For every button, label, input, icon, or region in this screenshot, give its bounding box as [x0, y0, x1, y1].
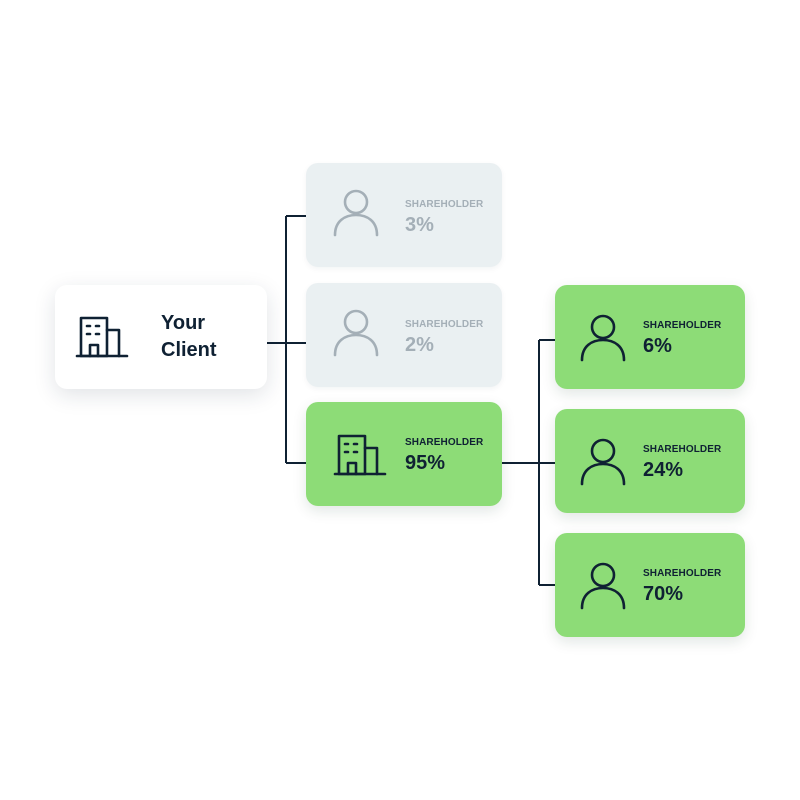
- shareholder-card-6pct[interactable]: SHAREHOLDER 6%: [555, 285, 745, 389]
- shareholder-percentage: 24%: [643, 459, 684, 481]
- shareholder-card-24pct[interactable]: SHAREHOLDER 24%: [555, 409, 745, 513]
- shareholder-percentage: 2%: [405, 334, 434, 356]
- shareholder-card-3pct[interactable]: SHAREHOLDER 3%: [306, 163, 502, 267]
- person-icon: [580, 314, 626, 362]
- client-title-line2: Client: [161, 339, 217, 361]
- person-icon: [580, 562, 626, 610]
- client-title-line1: Your: [161, 312, 206, 334]
- shareholder-label: SHAREHOLDER: [643, 568, 722, 579]
- shareholder-label: SHAREHOLDER: [405, 319, 484, 330]
- shareholder-percentage: 70%: [643, 583, 684, 605]
- shareholder-percentage: 3%: [405, 214, 434, 236]
- shareholder-label: SHAREHOLDER: [643, 320, 722, 331]
- shareholder-label: SHAREHOLDER: [643, 444, 722, 455]
- shareholder-card-95pct[interactable]: SHAREHOLDER 95%: [306, 402, 502, 506]
- client-card[interactable]: Your Client: [55, 285, 267, 389]
- shareholder-card-2pct[interactable]: SHAREHOLDER 2%: [306, 283, 502, 387]
- shareholder-percentage: 6%: [643, 335, 672, 357]
- shareholder-percentage: 95%: [405, 452, 446, 474]
- shareholder-label: SHAREHOLDER: [405, 199, 484, 210]
- person-icon: [333, 189, 379, 237]
- shareholder-card-70pct[interactable]: SHAREHOLDER 70%: [555, 533, 745, 637]
- person-icon: [333, 309, 379, 357]
- building-icon: [333, 434, 387, 476]
- building-icon: [75, 316, 129, 358]
- shareholder-label: SHAREHOLDER: [405, 437, 484, 448]
- person-icon: [580, 438, 626, 486]
